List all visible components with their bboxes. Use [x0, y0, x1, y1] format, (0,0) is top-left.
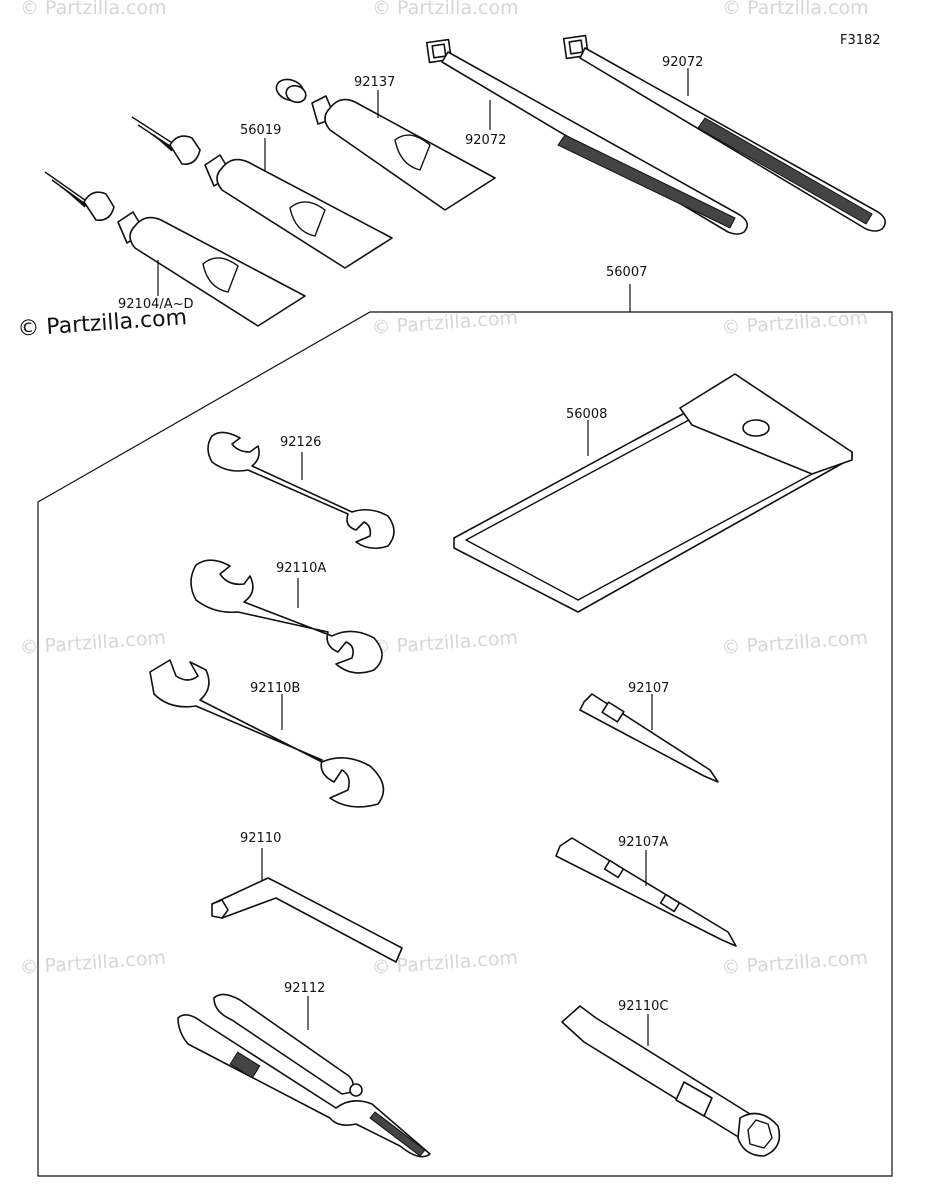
grease-tube-56019[interactable]: 56019 [131, 116, 393, 269]
part-label-92110: 92110 [240, 831, 281, 846]
watermark-row3-right: © Partzilla.com [721, 627, 869, 659]
wrench-92110B[interactable]: 92110B [149, 659, 385, 808]
tool-kit-56007: 56007 [37, 265, 893, 1177]
watermark-row3-left: © Partzilla.com [19, 627, 167, 659]
grease-tube-92104[interactable]: 92104/A~D [44, 171, 306, 327]
part-label-56007: 56007 [606, 265, 647, 280]
watermark-row4-right: © Partzilla.com [721, 947, 869, 979]
part-label-92110C: 92110C [618, 999, 668, 1014]
part-label-92107: 92107 [628, 681, 669, 696]
part-label-92110A: 92110A [276, 561, 326, 576]
watermark-top-mid: © Partzilla.com [372, 0, 519, 19]
screwdriver-92107A[interactable]: 92107A [555, 835, 737, 947]
wrench-92126[interactable]: 92126 [207, 431, 395, 550]
part-label-tie-left: 92072 [465, 133, 506, 148]
tool-bag-56008[interactable]: 56008 [453, 373, 853, 613]
part-label-92104: 92104/A~D [118, 297, 194, 312]
part-label-92126: 92126 [280, 435, 321, 450]
part-label-92107A: 92107A [618, 835, 668, 850]
part-label-92137: 92137 [354, 75, 395, 90]
watermark-row4-left: © Partzilla.com [19, 947, 167, 979]
hex-key-92110[interactable]: 92110 [211, 831, 403, 963]
plug-wrench-92110C[interactable]: 92110C [561, 999, 781, 1157]
part-label-tie-right: 92072 [662, 55, 703, 70]
part-label-56008: 56008 [566, 407, 607, 422]
watermark-top-left: © Partzilla.com [20, 0, 167, 19]
figure-code: F3182 [840, 33, 881, 48]
watermark-top-right: © Partzilla.com [722, 0, 869, 19]
grease-tube-92137[interactable]: 92137 [273, 75, 496, 211]
part-label-92110B: 92110B [250, 681, 300, 696]
part-label-56019: 56019 [240, 123, 281, 138]
part-label-92112: 92112 [284, 981, 325, 996]
wrench-92110A[interactable]: 92110A [190, 559, 383, 674]
screwdriver-92107[interactable]: 92107 [579, 681, 719, 783]
watermark-row3-mid: © Partzilla.com [371, 627, 519, 659]
cable-tie-right[interactable]: 92072 [562, 34, 886, 232]
pliers-92112[interactable]: 92112 [177, 981, 431, 1158]
cable-tie-left[interactable]: 92072 [425, 38, 748, 235]
